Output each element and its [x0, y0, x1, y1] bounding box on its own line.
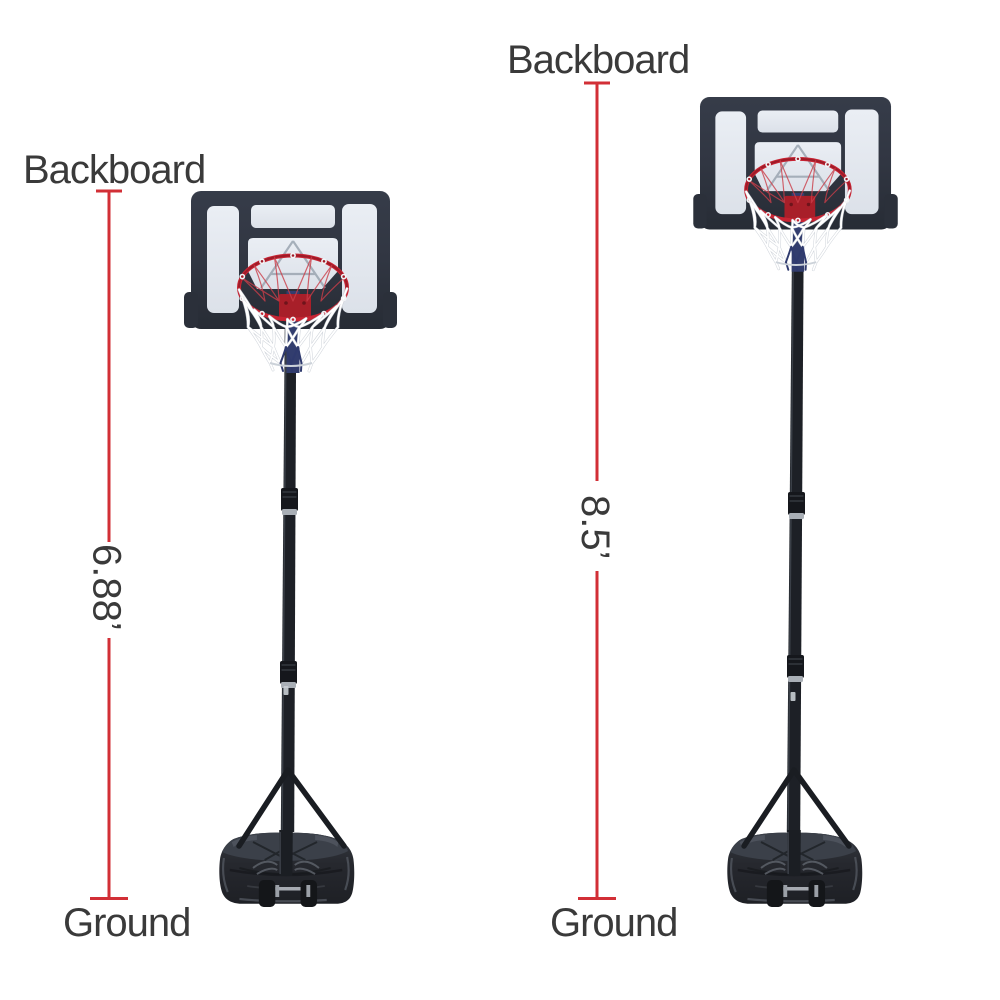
svg-text:Backboard: Backboard	[507, 38, 689, 82]
svg-text:8.5’: 8.5’	[573, 495, 617, 560]
svg-text:Ground: Ground	[550, 901, 677, 945]
svg-text:Ground: Ground	[63, 901, 190, 945]
svg-text:6.88’: 6.88’	[85, 544, 129, 631]
svg-text:Backboard: Backboard	[23, 148, 205, 192]
